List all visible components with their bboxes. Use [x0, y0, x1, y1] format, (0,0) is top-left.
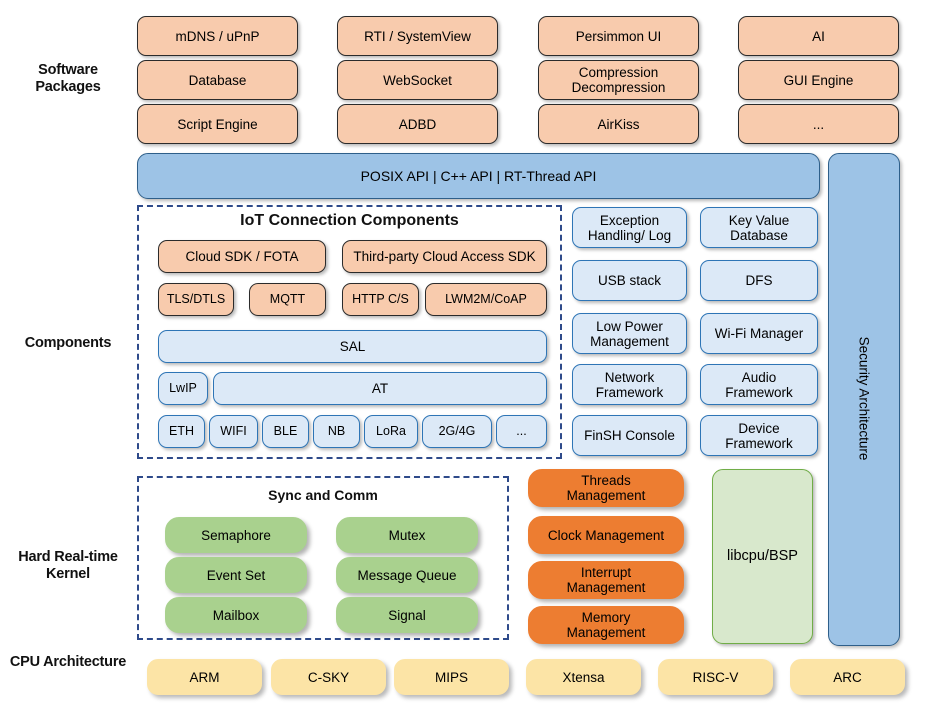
libcpu-bsp-box[interactable]: libcpu/BSP	[712, 469, 813, 644]
kernel-service-box[interactable]: Clock Management	[528, 516, 684, 554]
iot-box[interactable]: WIFI	[209, 415, 258, 448]
sync-and-comm-group	[137, 476, 509, 640]
component-box[interactable]: Network Framework	[572, 364, 687, 405]
component-box[interactable]: USB stack	[572, 260, 687, 301]
api-layer-bar[interactable]: POSIX API | C++ API | RT-Thread API	[137, 153, 820, 199]
sync-box[interactable]: Semaphore	[165, 517, 307, 553]
iot-box[interactable]: Cloud SDK / FOTA	[158, 240, 326, 273]
row-label-cpu: CPU Architecture	[9, 654, 127, 670]
iot-box[interactable]: HTTP C/S	[342, 283, 419, 316]
package-box[interactable]: ADBD	[337, 104, 498, 144]
component-box[interactable]: Exception Handling/ Log	[572, 207, 687, 248]
cpu-architecture-box[interactable]: MIPS	[394, 659, 509, 695]
iot-box[interactable]: LoRa	[364, 415, 418, 448]
component-box[interactable]: Low Power Management	[572, 313, 687, 354]
iot-sal-box[interactable]: SAL	[158, 330, 547, 363]
iot-box[interactable]: 2G/4G	[422, 415, 492, 448]
iot-box[interactable]: BLE	[262, 415, 309, 448]
package-box[interactable]: WebSocket	[337, 60, 498, 100]
package-box[interactable]: mDNS / uPnP	[137, 16, 298, 56]
iot-box[interactable]: Third-party Cloud Access SDK	[342, 240, 547, 273]
package-box[interactable]: Persimmon UI	[538, 16, 699, 56]
package-box[interactable]: AI	[738, 16, 899, 56]
cpu-architecture-box[interactable]: C-SKY	[271, 659, 386, 695]
component-box[interactable]: DFS	[700, 260, 818, 301]
cpu-architecture-box[interactable]: ARC	[790, 659, 905, 695]
component-box[interactable]: Audio Framework	[700, 364, 818, 405]
package-box[interactable]: GUI Engine	[738, 60, 899, 100]
iot-connection-components-group	[137, 205, 562, 459]
package-box[interactable]: RTI / SystemView	[337, 16, 498, 56]
component-box[interactable]: Key Value Database	[700, 207, 818, 248]
iot-box[interactable]: NB	[313, 415, 360, 448]
row-label-software-packages: Software Packages	[35, 62, 101, 95]
iot-box[interactable]: LWM2M/CoAP	[425, 283, 547, 316]
component-box[interactable]: FinSH Console	[572, 415, 687, 456]
sync-box[interactable]: Event Set	[165, 557, 307, 593]
iot-box[interactable]: TLS/DTLS	[158, 283, 234, 316]
security-architecture-label: Security Architecture	[856, 336, 872, 460]
iot-connection-components-title: IoT Connection Components	[240, 212, 459, 229]
iot-box[interactable]: AT	[213, 372, 547, 405]
package-box[interactable]: Compression Decompression	[538, 60, 699, 100]
row-label-kernel: Hard Real-time Kernel	[18, 549, 118, 582]
cpu-architecture-box[interactable]: RISC-V	[658, 659, 773, 695]
kernel-service-box[interactable]: Threads Management	[528, 469, 684, 507]
iot-box[interactable]: ETH	[158, 415, 205, 448]
package-box[interactable]: AirKiss	[538, 104, 699, 144]
sync-box[interactable]: Mailbox	[165, 597, 307, 633]
sync-box[interactable]: Message Queue	[336, 557, 478, 593]
sync-and-comm-title: Sync and Comm	[268, 487, 378, 503]
sync-box[interactable]: Mutex	[336, 517, 478, 553]
package-box[interactable]: ...	[738, 104, 899, 144]
iot-box[interactable]: LwIP	[158, 372, 208, 405]
cpu-architecture-box[interactable]: Xtensa	[526, 659, 641, 695]
component-box[interactable]: Device Framework	[700, 415, 818, 456]
component-box[interactable]: Wi-Fi Manager	[700, 313, 818, 354]
package-box[interactable]: Database	[137, 60, 298, 100]
security-architecture-bar[interactable]: Security Architecture	[828, 153, 900, 646]
sync-box[interactable]: Signal	[336, 597, 478, 633]
kernel-service-box[interactable]: Memory Management	[528, 606, 684, 644]
cpu-architecture-box[interactable]: ARM	[147, 659, 262, 695]
iot-box[interactable]: ...	[496, 415, 547, 448]
iot-box[interactable]: MQTT	[249, 283, 326, 316]
package-box[interactable]: Script Engine	[137, 104, 298, 144]
kernel-service-box[interactable]: Interrupt Management	[528, 561, 684, 599]
row-label-components: Components	[24, 335, 112, 351]
